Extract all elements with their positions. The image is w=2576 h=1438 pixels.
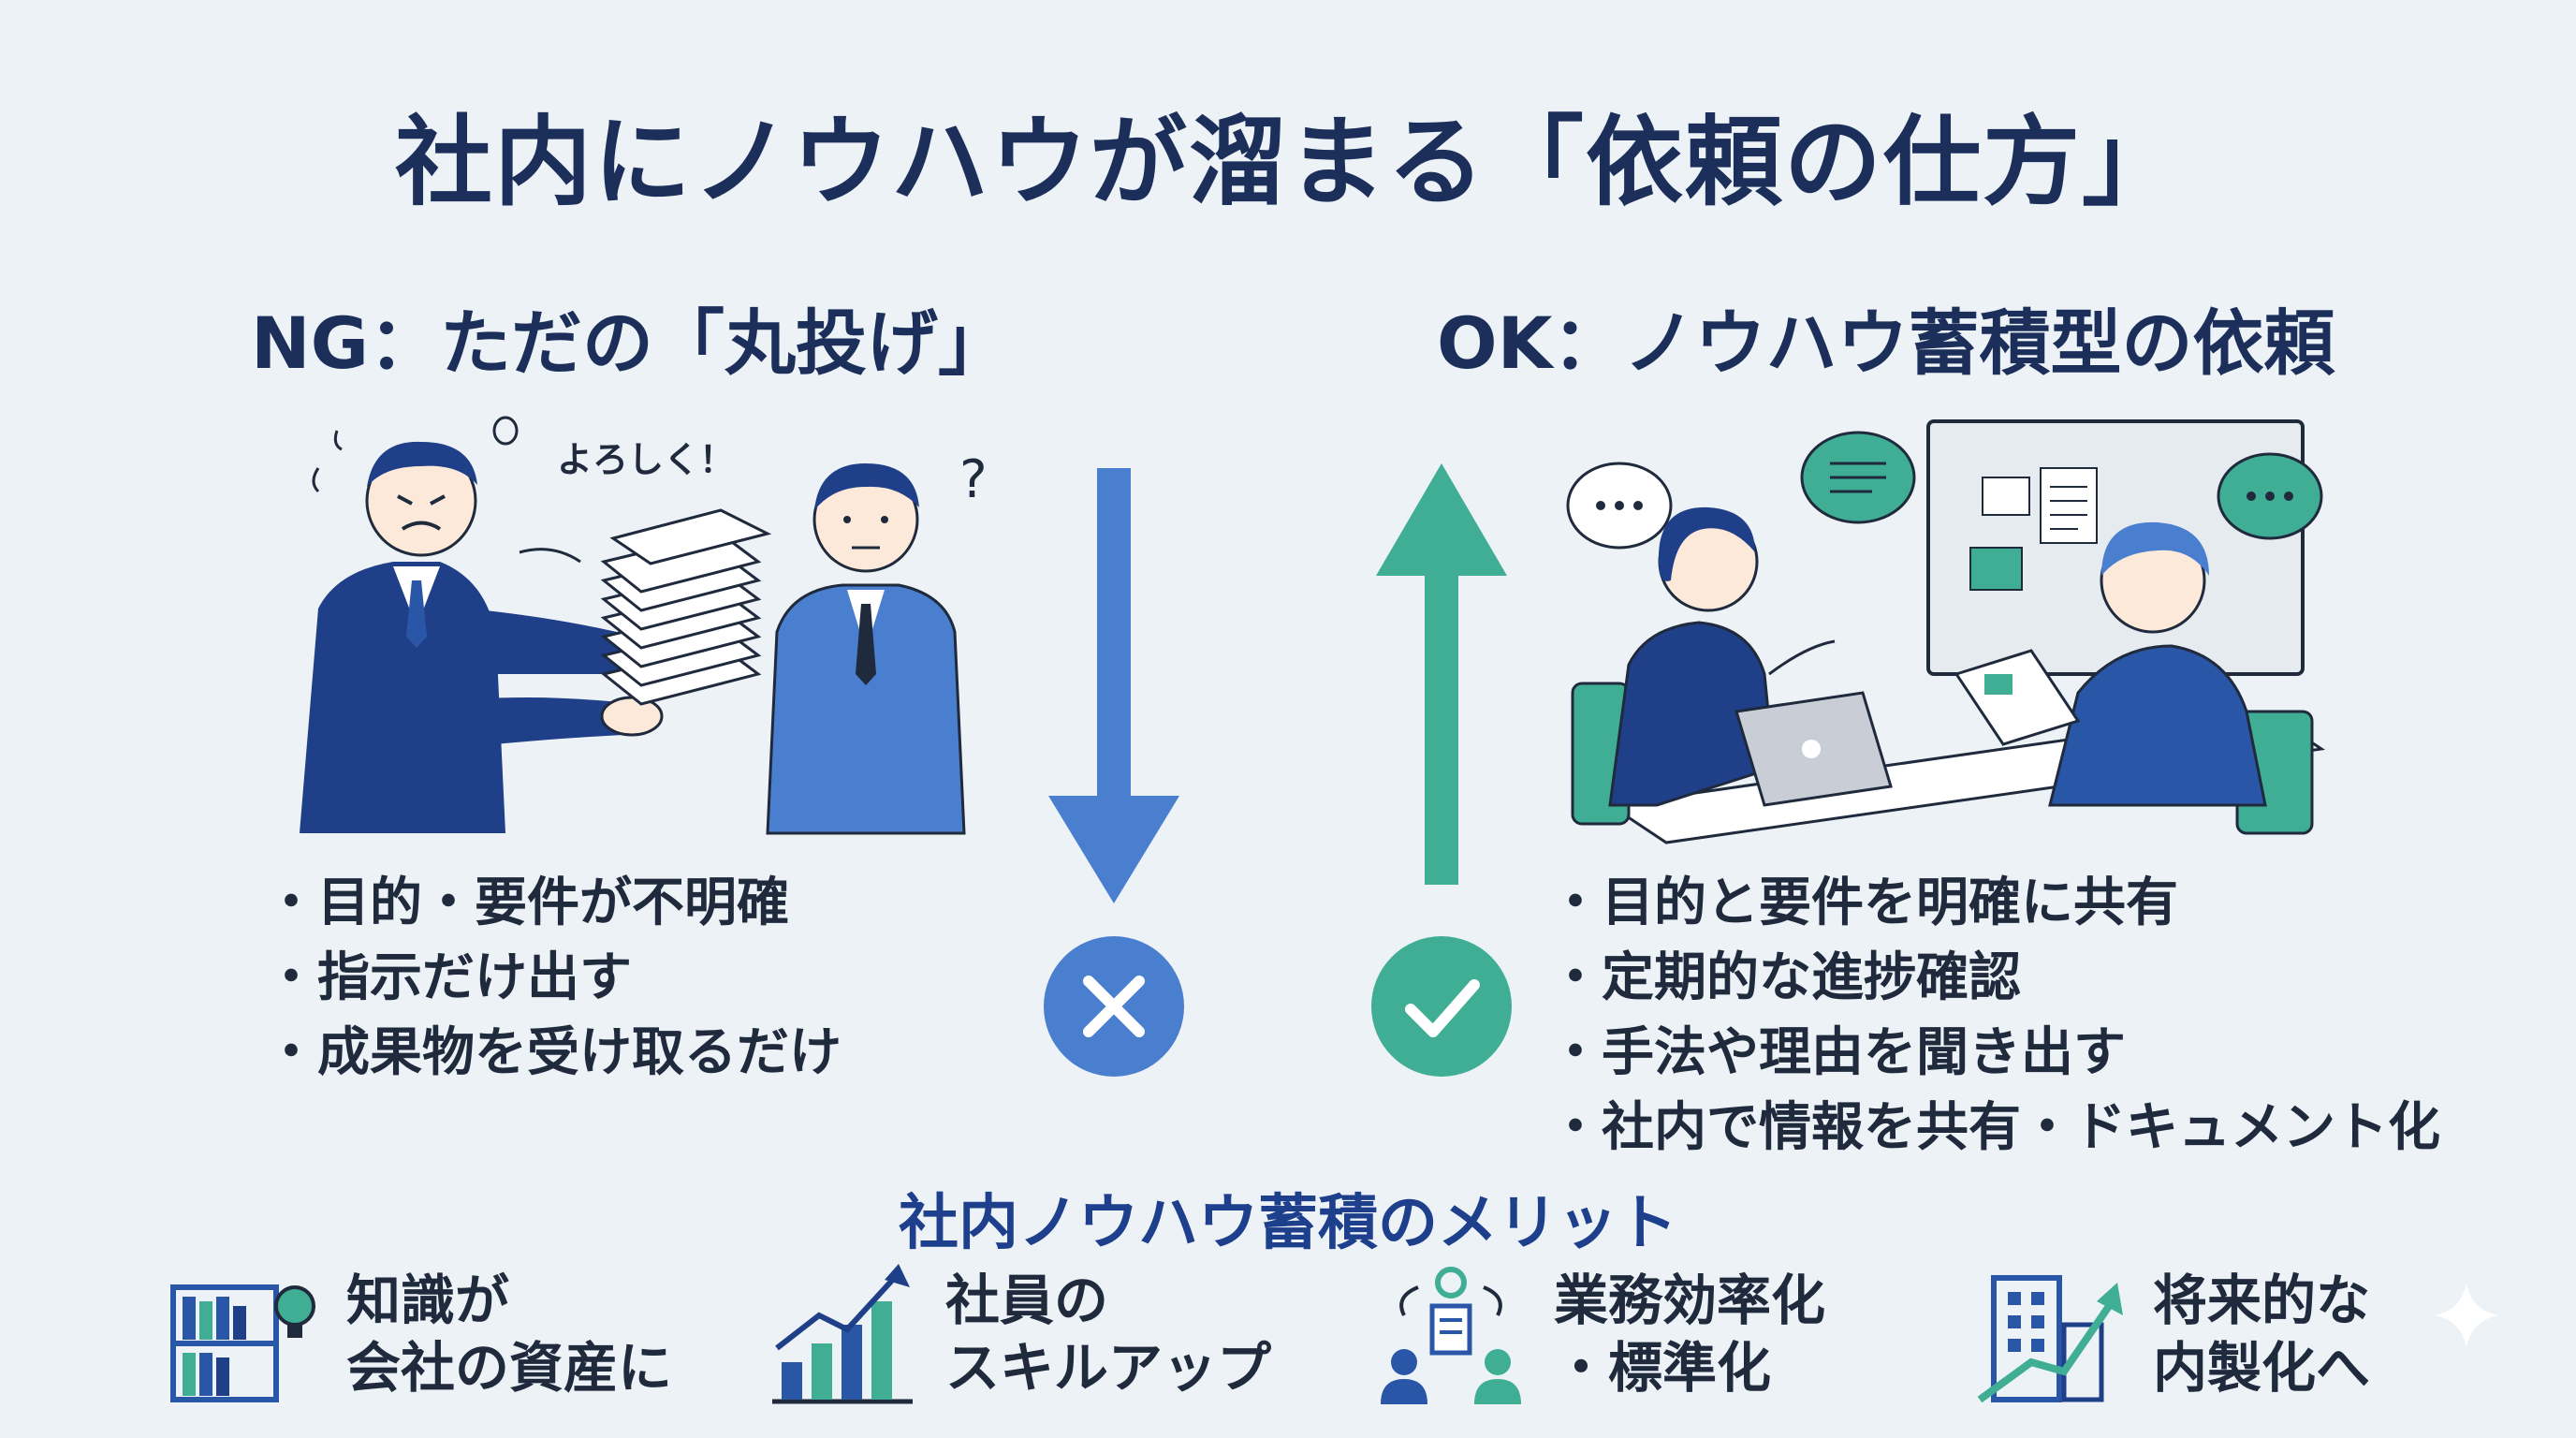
merit-item: 業務効率化 ・標準化 <box>1376 1259 1825 1409</box>
down-arrow-icon <box>1048 468 1179 908</box>
ng-illustration <box>281 393 1011 843</box>
merit-line1: 知識が <box>346 1269 510 1332</box>
process-people-icon <box>1376 1259 1526 1409</box>
list-item: 社内で情報を共有・ドキュメント化 <box>1549 1091 2440 1166</box>
sparkle-icon <box>2434 1283 2499 1348</box>
merits-title: 社内ノウハウ蓄積のメリット <box>899 1189 1677 1258</box>
building-arrow-icon <box>1975 1259 2125 1409</box>
page-title: 社内にノウハウが溜まる「依頼の仕方」 <box>394 105 2181 219</box>
list-item: 手法や理由を聞き出す <box>1549 1016 2440 1091</box>
question-mark: ? <box>959 449 988 510</box>
ng-heading: NG：ただの「丸投げ」 <box>251 301 1009 385</box>
list-item: 指示だけ出す <box>265 941 842 1016</box>
ok-illustration <box>1554 412 2340 852</box>
check-icon <box>1371 936 1512 1077</box>
merit-item: 将来的な 内製化へ <box>1975 1259 2370 1409</box>
up-arrow-icon <box>1376 463 1507 885</box>
speech-text: よろしく！ <box>557 439 736 480</box>
list-item: 定期的な進捗確認 <box>1549 941 2440 1016</box>
merit-line2: 内製化へ <box>2153 1336 2371 1400</box>
cross-icon <box>1044 936 1184 1077</box>
merit-item: 知識が 会社の資産に <box>168 1259 672 1409</box>
merit-line1: 業務効率化 <box>1554 1269 1826 1332</box>
ok-list: 目的と要件を明確に共有 定期的な進捗確認 手法や理由を聞き出す 社内で情報を共有… <box>1549 866 2440 1166</box>
ok-heading: OK：ノウハウ蓄積型の依頼 <box>1437 301 2335 385</box>
bookshelf-lightbulb-icon <box>168 1259 318 1409</box>
growth-chart-icon <box>768 1259 917 1409</box>
merit-line2: スキルアップ <box>945 1336 1272 1400</box>
merit-line2: ・標準化 <box>1554 1336 1772 1400</box>
throwing-work-illustration <box>300 416 966 835</box>
list-item: 目的・要件が不明確 <box>265 866 842 941</box>
ng-list: 目的・要件が不明確 指示だけ出す 成果物を受け取るだけ <box>265 866 842 1091</box>
merit-line1: 社員の <box>945 1269 1109 1332</box>
merit-line2: 会社の資産に <box>346 1336 673 1400</box>
list-item: 目的と要件を明確に共有 <box>1549 866 2440 941</box>
meeting-illustration <box>1566 419 2326 844</box>
merit-line1: 将来的な <box>2153 1269 2371 1332</box>
list-item: 成果物を受け取るだけ <box>265 1016 842 1091</box>
merit-item: 社員の スキルアップ <box>768 1259 1271 1409</box>
